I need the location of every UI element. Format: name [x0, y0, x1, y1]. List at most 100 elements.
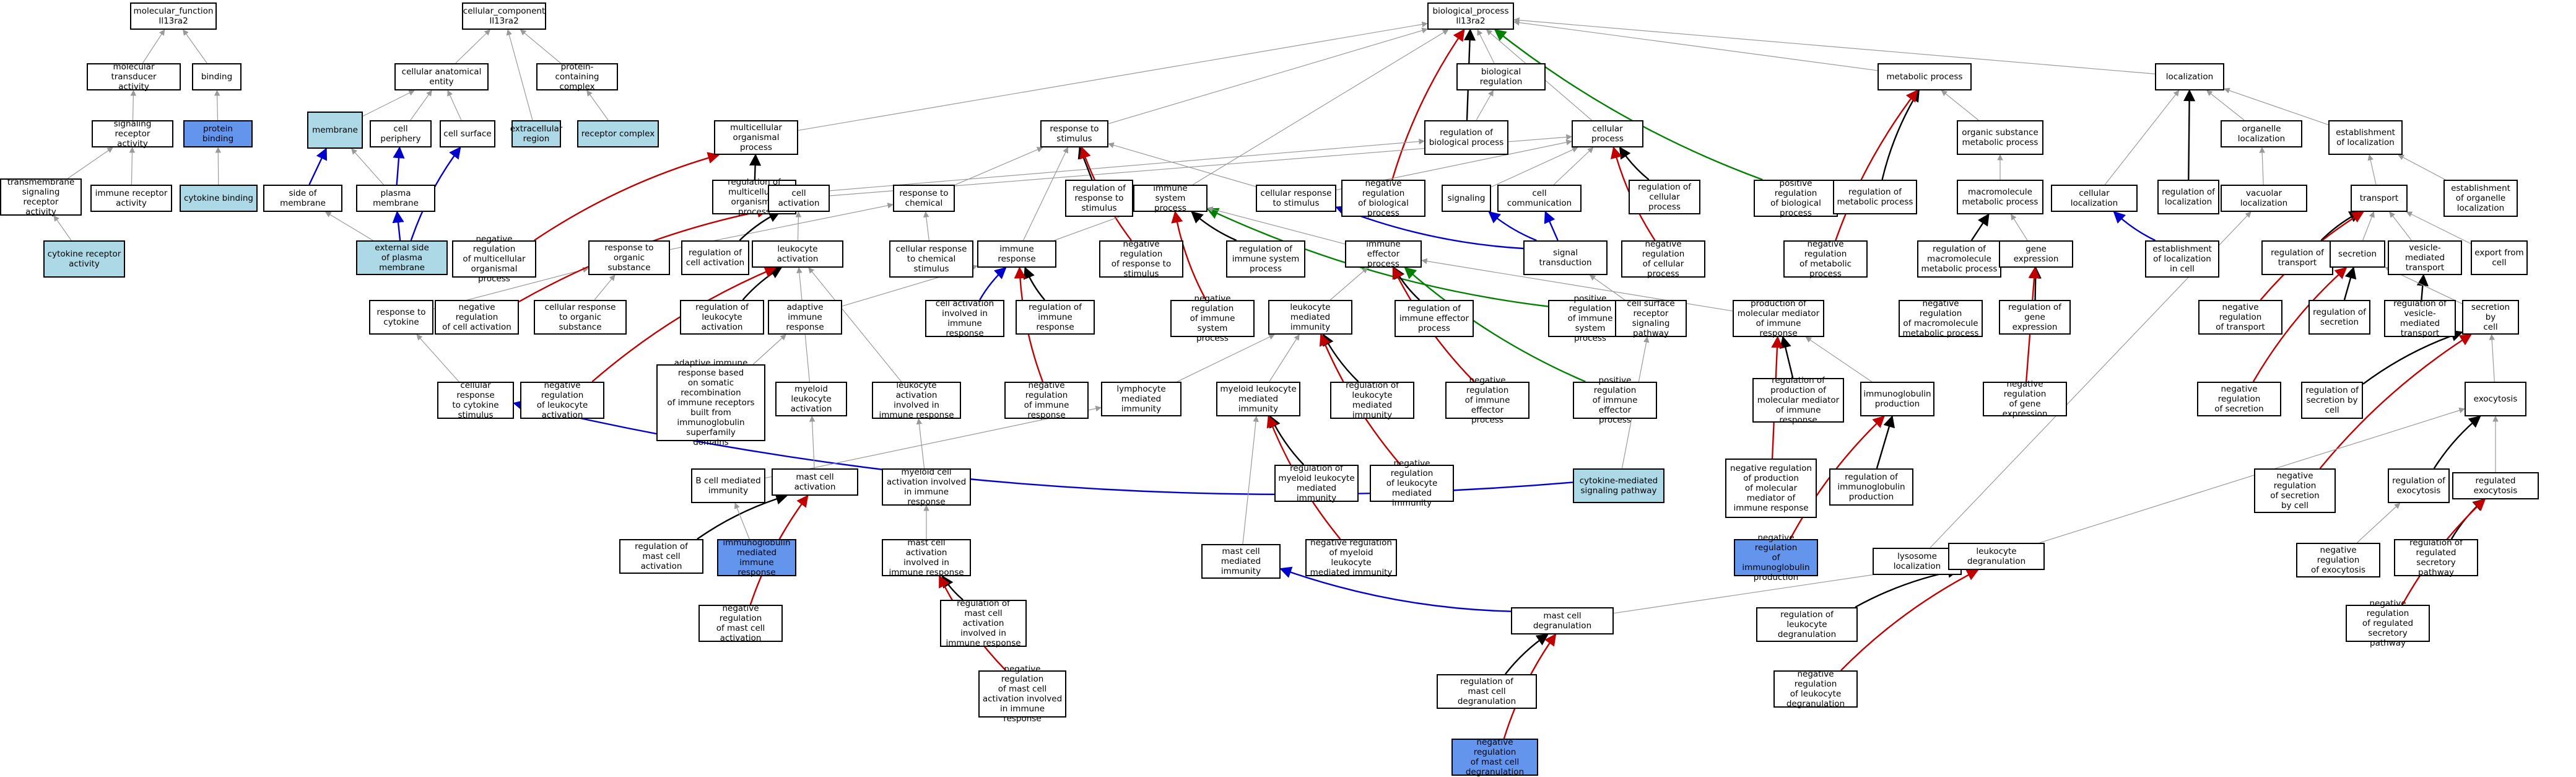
edge-mcdegr-regulates_blue-mcmi: [1279, 566, 1512, 612]
go-term-label: extracellular region: [510, 124, 563, 144]
edge-igprod-is_a-pmmir: [1805, 336, 1872, 382]
go-term-node-isp: immune system process: [1133, 183, 1208, 213]
edge-vacloc-is_a-orgloc: [2259, 147, 2265, 185]
go-term-node-roexo: regulation of exocytosis: [2388, 468, 2450, 503]
go-term-node-romcaiir: regulation of mast cell activation invol…: [940, 599, 1027, 648]
go-term-label: cellular response to stimulus: [1260, 188, 1332, 208]
go-term-node-crts: cellular response to stimulus: [1256, 185, 1336, 212]
go-term-node-rtchem: response to chemical: [893, 185, 955, 212]
go-term-node-airb: adaptive immune response based on somati…: [656, 358, 765, 447]
go-term-label: regulation of localization: [2162, 187, 2215, 207]
edge-iep-is_a-isp: [1207, 206, 1346, 245]
go-term-node-cellloc: cellular localization: [2051, 185, 2138, 212]
edge-transport-is_a-estloc: [2367, 154, 2377, 185]
go-term-label: organelle localization: [2237, 124, 2286, 144]
go-term-label: positive regulation of immune effector p…: [1592, 375, 1638, 425]
go-term-label: cellular anatomical entity: [401, 67, 482, 87]
edge-proisp-positively_regulates-isp: [1206, 208, 1549, 307]
edge-cellloc-is_a-loc: [2104, 90, 2180, 185]
go-term-node-cellper: cell periphery: [370, 120, 432, 147]
edge-esopm-is_a-sideofmem: [324, 211, 373, 241]
go-term-label: cellular localization: [2070, 188, 2118, 208]
go-term-label: response to organic substance: [604, 243, 654, 273]
go-term-label: localization: [2165, 72, 2214, 82]
edge-pcc-is_a-cc: [520, 29, 561, 64]
edge-igmir-is_a-bcmi: [734, 503, 750, 540]
go-term-node-regexo: regulated exocytosis: [2452, 472, 2539, 499]
edge-plasmamem-part_of_blue-cellper: [393, 146, 405, 185]
go-term-label: immune response: [998, 244, 1036, 264]
go-term-label: establishment of localization in cell: [2152, 244, 2212, 274]
go-term-label: regulation of vesicle-mediated transport: [2393, 299, 2447, 338]
go-term-label: regulation of leukocyte degranulation: [1777, 610, 1837, 639]
edge-roimmresp-part_of-immresp: [1024, 266, 1045, 301]
go-term-node-estlocincell: establishment of localization in cell: [2145, 240, 2219, 278]
go-term-node-rorsp: regulation of regulated secretory pathwa…: [2394, 538, 2478, 577]
go-term-label: regulation of immune response: [1029, 302, 1082, 332]
go-term-label: regulation of multicellular organismal p…: [728, 177, 781, 217]
go-term-node-nrorsp: negative regulation of regulated secreto…: [2346, 599, 2430, 648]
go-term-node-crtcyt: cellular response to cytokine stimulus: [437, 380, 514, 420]
go-term-node-nrocellact: negative regulation of cell activation: [435, 300, 519, 335]
go-term-node-membrane: membrane: [307, 112, 363, 149]
go-term-node-romlmi: regulation of myeloid leukocyte mediated…: [1274, 463, 1359, 503]
go-term-label: regulation of gene expression: [2008, 302, 2061, 332]
go-term-label: negative regulation of immune effector p…: [1464, 375, 1510, 425]
go-term-node-nrosecbycell: negative regulation of secretion by cell: [2254, 468, 2336, 513]
go-term-node-laiir: leukocyte activation involved in immune …: [872, 380, 961, 420]
edge-rorts-part_of-rts: [1077, 146, 1093, 180]
edge-romacmp-part_of-macmp: [1970, 213, 1990, 241]
go-term-label: mast cell mediated immunity: [1221, 547, 1261, 576]
go-term-node-romcact: regulation of mast cell activation: [619, 539, 703, 574]
go-term-node-vmt: vesicle-mediated transport: [2388, 240, 2462, 275]
go-term-node-roleukdegr: regulation of leukocyte degranulation: [1756, 607, 1858, 642]
go-term-label: cellular_component Il13ra2: [463, 6, 546, 26]
edge-exocytosis-is_a-secbycell: [2489, 334, 2496, 382]
go-term-label: negative regulation of immune response: [1024, 380, 1069, 420]
go-term-node-ropmmir: regulation of production of molecular me…: [1752, 375, 1844, 425]
go-term-node-rosecbycell: regulation of secretion by cell: [2301, 382, 2363, 419]
edge-isp-is_a-bp: [1192, 29, 1449, 185]
edge-nrosecbycell-negatively_regulates-secbycell: [2319, 333, 2473, 469]
edge-rovmt-part_of-vmt: [2416, 274, 2429, 301]
edge-cellcomm-is_a-cellproc: [1553, 147, 1594, 185]
go-term-label: regulation of transport: [2271, 248, 2324, 268]
go-term-label: multicellular organismal process: [730, 123, 782, 152]
go-term-label: negative regulation of mast cell activat…: [982, 664, 1063, 724]
go-term-node-cellact: cell activation: [768, 185, 830, 212]
go-term-node-sideofmem: side of membrane: [263, 185, 342, 212]
go-term-node-plasmamem: plasma membrane: [356, 185, 435, 212]
go-term-label: cell activation involved in immune respo…: [935, 299, 994, 338]
go-term-label: immunoglobulin mediated immune response: [723, 538, 791, 577]
go-term-node-romacmp: regulation of macromolecule metabolic pr…: [1917, 240, 2001, 278]
edge-csrsp-is_a-sigtrans: [1589, 274, 1625, 301]
go-term-node-estloc: establishment of localization: [2328, 120, 2403, 155]
go-term-label: external side of plasma membrane: [375, 243, 429, 273]
edge-membrane-is_a-cae: [362, 90, 415, 117]
edge-crtorg-is_a-rtorg: [594, 274, 616, 301]
go-term-node-mlmi: myeloid leukocyte mediated immunity: [1216, 382, 1300, 416]
go-term-node-iep: immune effector process: [1345, 239, 1422, 269]
edge-cellsurf-is_a-cae: [447, 90, 462, 121]
go-term-label: regulation of mast cell activation: [635, 542, 688, 571]
go-term-node-nrolmi: negative regulation of leukocyte mediate…: [1370, 459, 1454, 508]
edge-expfromcell-is_a-transport: [2406, 211, 2471, 244]
edge-robp-is_a-breg: [1476, 90, 1494, 121]
go-term-label: negative regulation of exocytosis: [2311, 545, 2365, 575]
go-term-label: mast cell activation involved in immune …: [889, 538, 964, 577]
go-term-label: membrane: [312, 125, 358, 135]
go-term-node-extreg: extracellular region: [510, 120, 563, 147]
go-term-node-nrobp: negative regulation of biological proces…: [1341, 178, 1425, 218]
go-term-node-cellproc: cellular process: [1572, 120, 1643, 147]
go-term-label: adaptive immune response based on somati…: [667, 358, 755, 447]
edge-crtchem-is_a-rtchem: [923, 211, 929, 241]
go-term-label: positive regulation of immune system pro…: [1567, 294, 1613, 343]
edge-ira-is_a-sra: [129, 147, 136, 185]
go-term-node-secretion: secretion: [2330, 240, 2385, 268]
go-term-label: cell communication: [1507, 188, 1572, 208]
go-term-node-rovmt: regulation of vesicle-mediated transport: [2384, 299, 2456, 338]
go-term-node-igmir: immunoglobulin mediated immune response: [717, 538, 796, 577]
go-term-label: receptor complex: [581, 129, 655, 139]
go-term-label: cell periphery: [380, 124, 421, 144]
edge-metproc-is_a-bp: [1513, 19, 1878, 71]
